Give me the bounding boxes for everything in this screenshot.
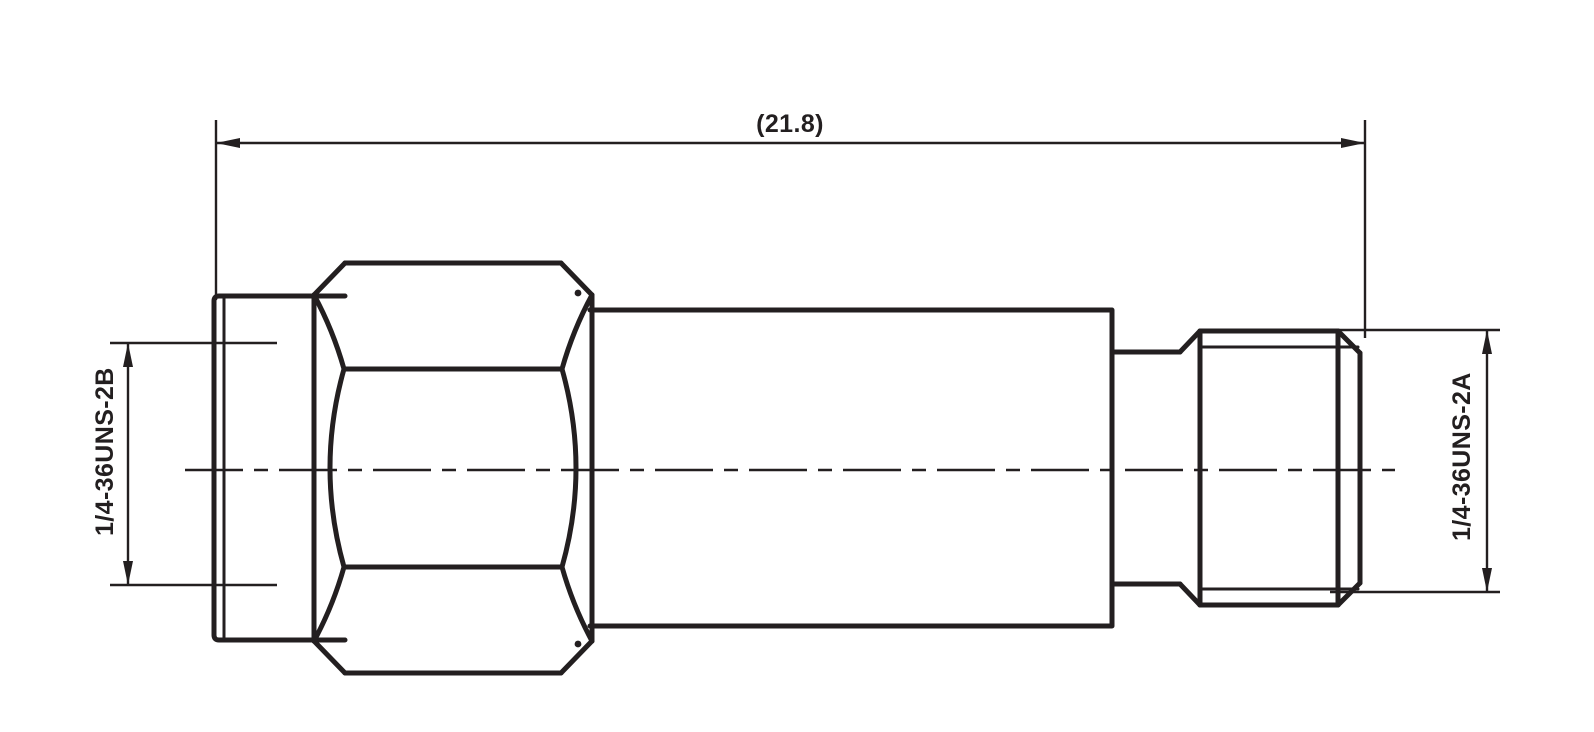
left-thread-label: 1/4-36UNS-2B <box>91 367 119 536</box>
hex-top-right-corner-dot <box>574 289 582 297</box>
hex-left-lower-chamfer-arc <box>311 564 347 644</box>
coupling-nut-barrel <box>211 293 348 643</box>
overall-length-left-arrow <box>216 138 240 148</box>
hex-top-right-chamfer <box>558 260 595 298</box>
hex-right-lower-chamfer-arc <box>559 564 595 644</box>
hex-left-middle-chamfer-arc <box>327 366 347 570</box>
hex-right-middle-chamfer-arc <box>559 366 579 570</box>
overall-length-dimension <box>214 120 1367 338</box>
hex-right-upper-chamfer-arc <box>559 292 595 372</box>
right-thread-label: 1/4-36UNS-2A <box>1448 372 1476 541</box>
main-cylindrical-body <box>587 307 1115 629</box>
right-thread-lower-arrow <box>1482 568 1492 592</box>
left-thread-lower-arrow <box>123 561 133 585</box>
right-thread-dimension <box>1330 328 1500 594</box>
hex-bottom-right-chamfer <box>558 638 595 676</box>
hex-bottom-left-chamfer <box>311 638 348 676</box>
male-thread-right-bottom-chamfer <box>1335 580 1363 608</box>
male-thread-left-bottom-chamfer <box>1177 581 1203 608</box>
hex-top-left-chamfer <box>311 260 348 298</box>
male-threaded-end <box>1177 328 1363 608</box>
male-thread-right-top-chamfer <box>1335 328 1363 356</box>
hex-left-upper-chamfer-arc <box>311 292 347 372</box>
male-thread-left-top-chamfer <box>1177 328 1203 355</box>
hex-bottom-right-corner-dot <box>574 640 582 648</box>
overall-length-right-arrow <box>1341 138 1365 148</box>
step-shoulder-neck <box>1109 349 1183 587</box>
hex-nut-body <box>311 260 595 676</box>
left-thread-upper-arrow <box>123 343 133 367</box>
main-body-outline <box>587 307 1115 629</box>
coupling-nut-barrel-outline <box>211 293 348 643</box>
overall-length-label: (21.8) <box>756 110 824 138</box>
right-thread-upper-arrow <box>1482 330 1492 354</box>
left-thread-dimension <box>110 341 277 587</box>
